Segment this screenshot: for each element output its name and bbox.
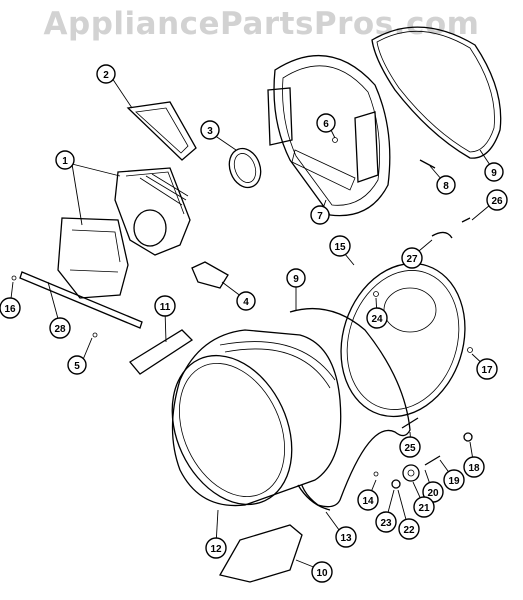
part-small-cover bbox=[129, 329, 194, 375]
callout-6: 6 bbox=[316, 113, 336, 133]
callout-label: 6 bbox=[323, 119, 329, 130]
callout-3: 3 bbox=[200, 120, 220, 140]
callout-label: 18 bbox=[468, 463, 480, 474]
callout-15: 15 bbox=[329, 235, 351, 257]
watermark-text: AppliancePartsPros.com bbox=[43, 6, 480, 42]
callout-17: 17 bbox=[476, 358, 498, 380]
callout-label: 4 bbox=[243, 297, 249, 308]
part-hardware bbox=[11, 137, 473, 489]
callout-label: 7 bbox=[317, 211, 323, 222]
callout-19: 19 bbox=[443, 469, 465, 491]
callout-22: 22 bbox=[398, 518, 420, 540]
callout-26: 26 bbox=[486, 189, 508, 211]
callout-label: 1 bbox=[62, 156, 68, 167]
callout-28: 28 bbox=[49, 317, 71, 339]
callout-label: 5 bbox=[74, 361, 80, 372]
callout-25: 25 bbox=[399, 436, 421, 458]
callout-label: 12 bbox=[210, 544, 222, 555]
callout-24: 24 bbox=[366, 307, 388, 329]
callout-4: 4 bbox=[236, 291, 256, 311]
callout-9-upper: 9 bbox=[484, 162, 504, 182]
callout-label: 11 bbox=[160, 302, 171, 313]
callout-label: 9 bbox=[491, 168, 497, 179]
callout-14: 14 bbox=[357, 489, 379, 511]
callout-2: 2 bbox=[96, 64, 116, 84]
callout-18: 18 bbox=[463, 456, 485, 478]
part-drum bbox=[171, 329, 342, 507]
callout-23: 23 bbox=[375, 511, 397, 533]
callout-27: 27 bbox=[401, 247, 423, 269]
callout-label: 17 bbox=[481, 365, 493, 376]
callout-label: 28 bbox=[54, 324, 66, 335]
callout-12: 12 bbox=[205, 537, 227, 559]
callout-label: 19 bbox=[448, 476, 460, 487]
callout-label: 15 bbox=[334, 242, 346, 253]
callout-1: 1 bbox=[55, 150, 75, 170]
part-belt-loop bbox=[297, 484, 331, 511]
part-toe-panel bbox=[219, 524, 303, 583]
callout-label: 8 bbox=[443, 181, 449, 192]
callout-label: 3 bbox=[207, 126, 213, 137]
callout-16: 16 bbox=[0, 297, 21, 319]
callout-label: 27 bbox=[406, 254, 418, 265]
callout-21: 21 bbox=[413, 496, 435, 518]
callout-5: 5 bbox=[67, 355, 87, 375]
callout-label: 14 bbox=[362, 496, 374, 507]
callout-8: 8 bbox=[436, 175, 456, 195]
callout-label: 9 bbox=[293, 274, 299, 285]
part-sensor bbox=[191, 261, 229, 289]
part-lint-frame bbox=[126, 101, 197, 161]
callout-label: 2 bbox=[103, 70, 109, 81]
callout-label: 23 bbox=[380, 518, 392, 529]
part-rear-bulkhead bbox=[340, 262, 466, 418]
part-seal-ring-upper bbox=[371, 26, 502, 159]
callout-label: 26 bbox=[491, 196, 503, 207]
callout-label: 21 bbox=[418, 503, 430, 514]
part-bracket bbox=[19, 271, 143, 329]
callout-label: 22 bbox=[403, 525, 415, 536]
callout-7: 7 bbox=[310, 205, 330, 225]
callout-20: 20 bbox=[422, 481, 444, 503]
callout-11: 11 bbox=[154, 295, 176, 317]
part-duct-assembly bbox=[57, 167, 191, 299]
callout-label: 24 bbox=[371, 314, 383, 325]
part-small-ring bbox=[228, 147, 262, 189]
callout-13: 13 bbox=[335, 526, 357, 548]
part-front-bulkhead bbox=[267, 54, 391, 217]
callout-label: 25 bbox=[404, 443, 416, 454]
callout-9-lower: 9 bbox=[286, 268, 306, 288]
callout-label: 10 bbox=[316, 568, 328, 579]
callout-label: 20 bbox=[427, 488, 439, 499]
callout-label: 13 bbox=[340, 533, 352, 544]
callout-label: 16 bbox=[4, 304, 16, 315]
callout-10: 10 bbox=[311, 561, 333, 583]
